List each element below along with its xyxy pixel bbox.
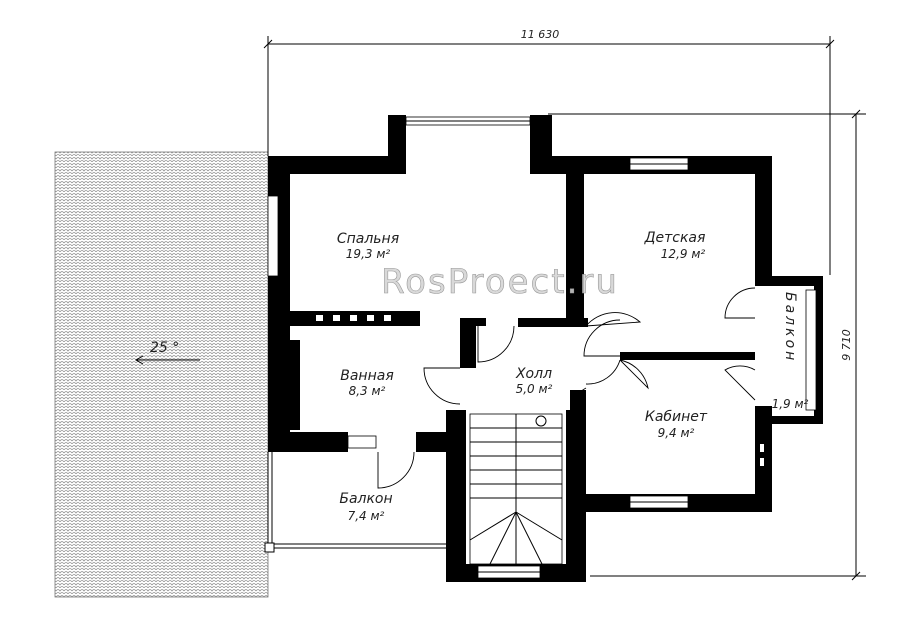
bedroom-name: Спальня — [337, 231, 399, 247]
dimension-lines: 11 630 9 710 — [263, 28, 866, 581]
doors — [377, 287, 756, 489]
watermark: RosProect.ru — [381, 262, 619, 302]
roof-slope: 25 ° — [54, 151, 269, 598]
south-balcony-name: Балкон — [339, 491, 392, 507]
east-balcony-name: Балкон — [782, 292, 798, 363]
height-dimension: 9 710 — [840, 329, 853, 361]
windows — [267, 116, 817, 579]
bathroom-area: 8,3 м² — [349, 384, 386, 398]
study-name: Кабинет — [645, 409, 708, 425]
staircase — [469, 413, 563, 565]
hall-name: Холл — [515, 366, 552, 382]
south-balcony-area: 7,4 м² — [348, 509, 385, 523]
study-area: 9,4 м² — [658, 426, 695, 440]
east-balcony-area: 1,9 м² — [772, 397, 809, 411]
room-labels: Спальня 19,3 м² Детская 12,9 м² Ванная 8… — [337, 230, 809, 523]
balcony-railing — [264, 452, 446, 553]
nursery-area: 12,9 м² — [661, 247, 706, 261]
width-dimension: 11 630 — [521, 28, 560, 41]
bedroom-area: 19,3 м² — [346, 247, 391, 261]
roof-slope-label: 25 ° — [150, 340, 179, 356]
bathroom-name: Ванная — [340, 368, 394, 384]
hall-area: 5,0 м² — [516, 382, 553, 396]
nursery-name: Детская — [644, 230, 706, 246]
